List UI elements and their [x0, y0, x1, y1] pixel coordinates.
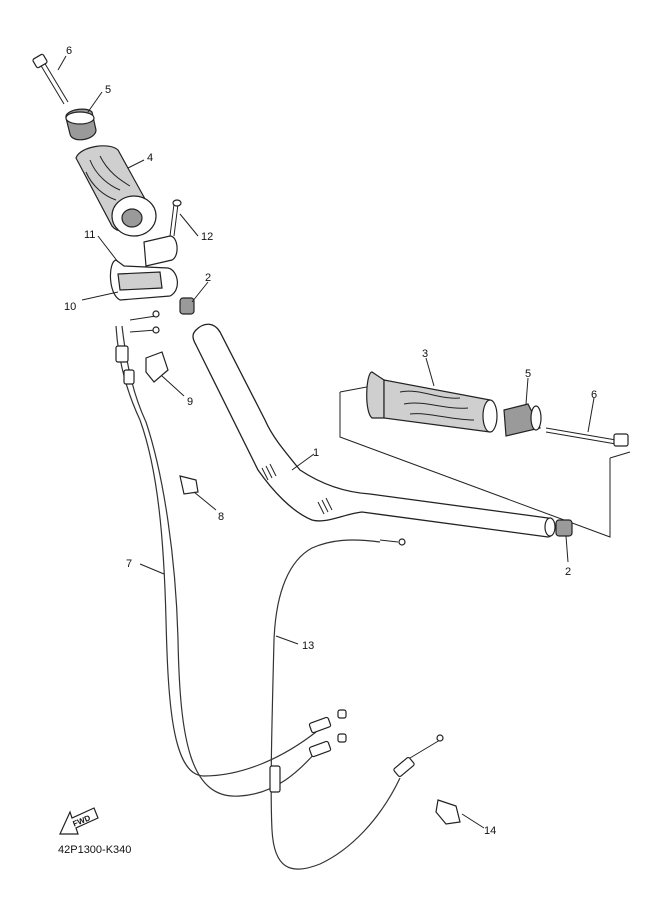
label-6a: 6 — [66, 45, 72, 57]
cable-holder — [145, 351, 169, 383]
grip-end-weight-left — [65, 108, 97, 141]
label-12: 12 — [201, 231, 213, 243]
grip-end-screw-left — [32, 53, 69, 105]
label-4: 4 — [147, 152, 153, 164]
throttle-grip — [75, 145, 157, 237]
throttle-cables — [115, 310, 347, 797]
handlebar — [192, 323, 556, 538]
left-grip — [366, 371, 498, 433]
collar-left — [179, 297, 195, 315]
grip-end-weight-right — [503, 403, 542, 437]
label-2a: 2 — [205, 272, 211, 284]
cable-clip — [435, 799, 461, 825]
label-6b: 6 — [591, 389, 597, 401]
label-3: 3 — [422, 348, 428, 360]
label-5a: 5 — [105, 84, 111, 96]
throttle-housing — [109, 235, 178, 301]
clutch-cable — [269, 538, 444, 870]
part-code: 42P1300-K340 — [58, 844, 131, 856]
fwd-label: FWD — [71, 813, 91, 828]
collar-right — [555, 519, 573, 537]
label-13: 13 — [302, 640, 314, 652]
label-7: 7 — [126, 558, 132, 570]
cable-clamp — [179, 475, 199, 495]
fwd-arrow-icon: FWD — [59, 807, 99, 835]
grip-end-screw-right — [545, 427, 629, 447]
label-2b: 2 — [565, 566, 571, 578]
label-1: 1 — [313, 447, 319, 459]
label-10: 10 — [64, 301, 76, 313]
label-14: 14 — [484, 825, 496, 837]
housing-screw — [169, 199, 182, 237]
label-8: 8 — [218, 511, 224, 523]
label-11: 11 — [84, 229, 95, 241]
leader-lines — [57, 55, 595, 829]
callouts: 1 2 2 3 4 5 5 6 6 7 8 9 10 11 12 13 14 — [64, 45, 597, 837]
label-9: 9 — [187, 396, 193, 408]
label-5b: 5 — [525, 368, 531, 380]
